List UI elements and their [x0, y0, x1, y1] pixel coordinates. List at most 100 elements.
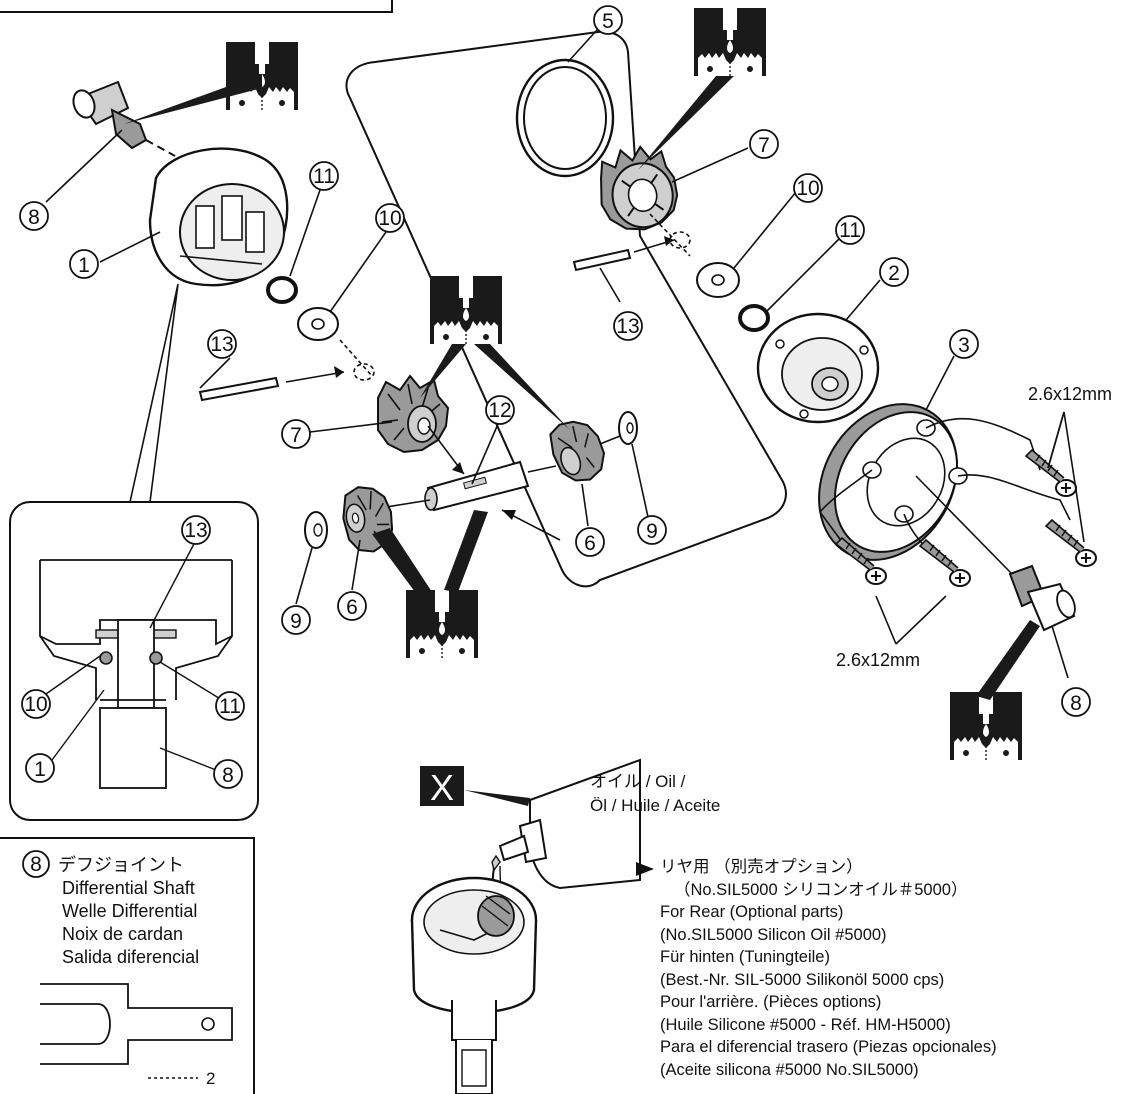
part-3-spur-gear	[818, 403, 968, 561]
svg-text:12: 12	[488, 399, 511, 422]
screw-size-label-right: 2.6x12mm	[1028, 384, 1112, 404]
assembly-tray-outline	[345, 30, 787, 588]
callout-3: 3	[949, 329, 979, 359]
oil-label-line: Öl / Huile / Aceite	[590, 796, 721, 815]
callout-7-left: 7	[281, 419, 311, 449]
grease-icon	[405, 589, 479, 659]
part-9-washer-right	[618, 411, 638, 445]
svg-text:6: 6	[346, 596, 358, 619]
svg-text:13: 13	[184, 519, 207, 542]
svg-text:11: 11	[839, 219, 861, 242]
grease-icon	[429, 275, 503, 345]
callout-11-left: 11	[309, 161, 339, 191]
part-13-pin-left	[198, 366, 345, 402]
callout-10-left: 10	[375, 203, 405, 233]
callout-6-right: 6	[575, 527, 605, 557]
callout-8-top: 8	[19, 201, 49, 231]
part-11-seal-left	[266, 276, 298, 304]
svg-text:8: 8	[222, 764, 234, 787]
note-line: (Huile Silicone #5000 - Réf. HM-H5000)	[660, 1015, 951, 1034]
rear-option-note: リヤ用 （別売オプション） （No.SIL5000 シリコンオイル＃5000） …	[660, 856, 997, 1081]
svg-text:6: 6	[584, 532, 596, 555]
svg-text:10: 10	[378, 207, 401, 230]
callout-11-right: 11	[835, 215, 865, 245]
screw-size-label-bottom: 2.6x12mm	[836, 650, 920, 670]
inset-callout-8: 8	[213, 759, 243, 789]
part-12-cross-shaft	[424, 460, 530, 512]
svg-text:9: 9	[646, 520, 658, 543]
callout-13-left: 13	[207, 329, 237, 359]
inset-section-drawing	[39, 539, 233, 789]
note-line: リヤ用 （別売オプション）	[660, 858, 863, 876]
inset-callout-10: 10	[21, 689, 51, 719]
screw-4	[919, 539, 971, 587]
svg-text:1: 1	[34, 758, 46, 781]
svg-text:11: 11	[219, 695, 241, 718]
part-8-shaft-right	[1008, 564, 1076, 632]
part-10-washer-right	[696, 262, 740, 298]
callout-9-right: 9	[637, 515, 667, 545]
callout-9-left: 9	[281, 605, 311, 635]
part-7-top-gear	[600, 145, 679, 231]
note-line: （No.SIL5000 シリコンオイル＃5000）	[674, 880, 968, 899]
grease-icon	[693, 7, 767, 77]
svg-text:7: 7	[290, 424, 302, 447]
callout-5: 5	[593, 5, 623, 35]
part-8-shaft-top	[72, 80, 176, 157]
svg-text:5: 5	[602, 10, 614, 33]
part-7-left-gear	[377, 374, 450, 454]
part-9-washer-left	[304, 511, 328, 549]
grease-icon	[949, 691, 1023, 761]
callout-10-right: 10	[793, 173, 823, 203]
svg-text:X: X	[430, 767, 454, 808]
oil-label-line: オイル / Oil /	[590, 772, 686, 791]
screw-2	[1045, 519, 1097, 567]
svg-text:1: 1	[78, 254, 90, 277]
inset-callout-13: 13	[181, 515, 211, 545]
shaft-dim-label: 2	[206, 1069, 215, 1088]
svg-text:8: 8	[1070, 692, 1082, 715]
oil-bottle-icon	[489, 758, 641, 935]
svg-text:2: 2	[888, 262, 900, 285]
note-line: For Rear (Optional parts)	[660, 903, 844, 921]
part-2-diff-cover	[756, 312, 880, 424]
shaft-box-callout-8: 8	[22, 850, 50, 878]
note-line: (Best.-Nr. SIL-5000 Silikonöl 5000 cps)	[660, 970, 945, 989]
part-6-right-gear	[549, 420, 606, 482]
shaft-name-es: Salida diferencial	[62, 947, 200, 967]
svg-text:10: 10	[796, 177, 819, 200]
shaft-drawing	[40, 983, 233, 1079]
callout-2: 2	[879, 257, 909, 287]
part-5-oring	[515, 58, 615, 178]
note-arrow-icon	[636, 862, 654, 876]
svg-text:11: 11	[313, 165, 335, 188]
note-line: Pour l'arrière. (Pièces options)	[660, 993, 882, 1011]
callout-1-top: 1	[69, 249, 99, 279]
part-13-pin-right	[572, 236, 675, 272]
note-line: Para el diferencial trasero (Piezas opci…	[660, 1038, 997, 1056]
callout-12: 12	[485, 395, 515, 425]
note-line: (No.SIL5000 Silicon Oil #5000)	[660, 925, 887, 944]
oil-label: オイル / Oil / Öl / Huile / Aceite	[590, 770, 720, 818]
svg-text:13: 13	[210, 333, 233, 356]
part-1-diff-case	[148, 147, 289, 287]
svg-text:8: 8	[28, 206, 40, 229]
callout-7-top: 7	[749, 129, 779, 159]
shaft-name-en: Differential Shaft	[62, 878, 195, 898]
svg-text:13: 13	[616, 315, 639, 338]
top-box-border	[0, 0, 393, 13]
part-11-seal-right	[738, 304, 770, 332]
part-10-washer-left	[297, 307, 339, 341]
diff-case-oil-fill	[410, 876, 538, 1094]
svg-text:3: 3	[958, 334, 970, 357]
svg-text:7: 7	[758, 134, 770, 157]
inset-callout-1: 1	[25, 753, 55, 783]
shaft-name-fr: Noix de cardan	[62, 924, 184, 944]
svg-text:10: 10	[24, 693, 47, 716]
note-line: Für hinten (Tuningteile)	[660, 948, 830, 966]
inset-callout-11: 11	[215, 691, 245, 721]
shaft-info-box	[0, 837, 255, 1094]
shaft-name-de: Welle Differential	[62, 901, 198, 921]
svg-text:9: 9	[290, 610, 302, 633]
